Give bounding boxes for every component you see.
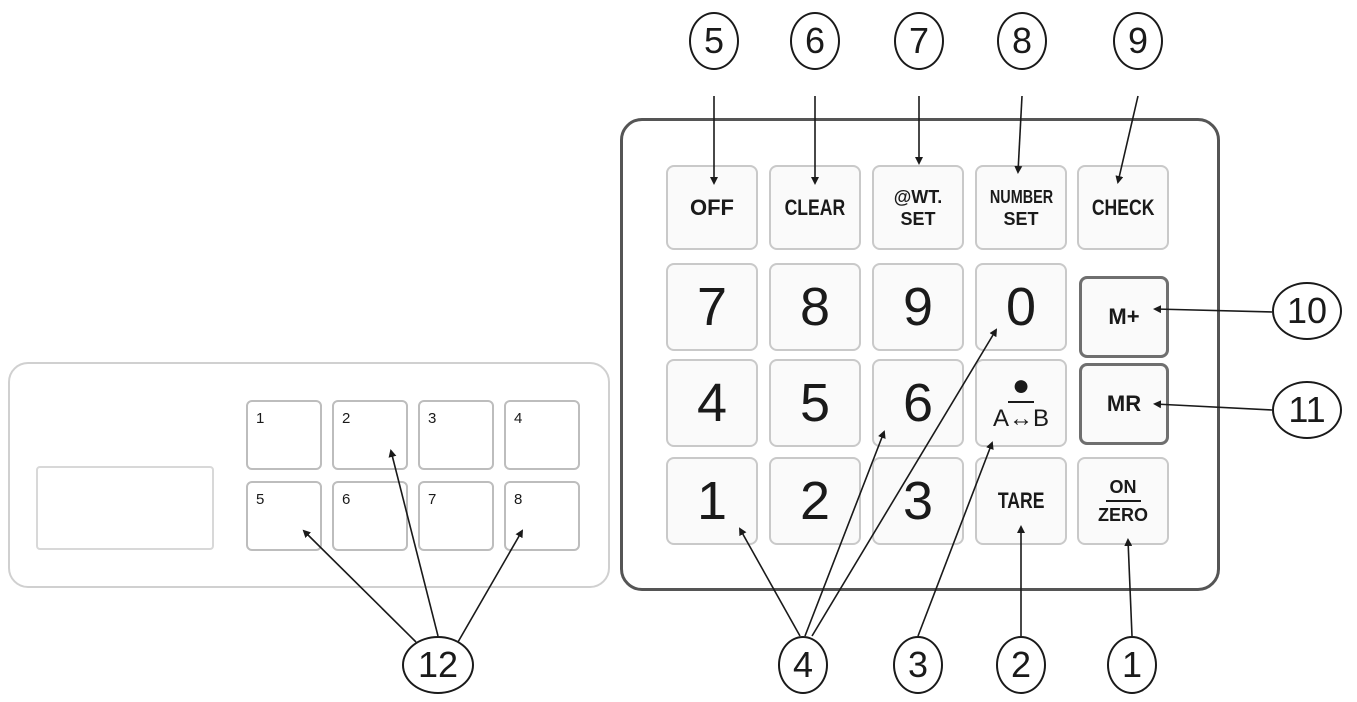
callout-9: 9 xyxy=(1113,12,1163,70)
callout-number: 11 xyxy=(1288,389,1326,430)
digit-key-label: 1 xyxy=(696,471,728,531)
memory-key-label: 5 xyxy=(256,491,265,508)
digit-key-label: 7 xyxy=(696,277,728,337)
digit-key-label: 6 xyxy=(902,373,934,433)
digit-key-label: 5 xyxy=(799,373,831,433)
callout-10: 10 xyxy=(1272,282,1342,340)
decimal-point-symbol: ● xyxy=(1007,371,1035,403)
callout-number: 9 xyxy=(1127,20,1149,61)
callout-3: 3 xyxy=(893,636,943,694)
digit-key-label: 2 xyxy=(799,471,831,531)
callout-7: 7 xyxy=(894,12,944,70)
number-set-key-label-top: NUMBER xyxy=(989,186,1053,207)
a-b-swap-label: A↔B xyxy=(992,405,1049,432)
callout-number: 6 xyxy=(804,20,826,61)
check-key-label: CHECK xyxy=(1091,194,1155,220)
mr-key-label: MR xyxy=(1106,391,1142,416)
memory-key-6[interactable]: 6 xyxy=(332,481,408,551)
wt-set-key[interactable]: @WT. SET xyxy=(872,165,964,250)
leader-line-10 xyxy=(1153,305,1273,314)
leader-line-9 xyxy=(1115,95,1139,184)
digit-key-4[interactable]: 4 xyxy=(666,359,758,447)
memory-key-5[interactable]: 5 xyxy=(246,481,322,551)
callout-number: 12 xyxy=(417,644,459,685)
digit-key-3[interactable]: 3 xyxy=(872,457,964,545)
digit-key-label: 8 xyxy=(799,277,831,337)
memory-key-label: 8 xyxy=(514,491,523,508)
callout-2: 2 xyxy=(996,636,1046,694)
digit-key-6[interactable]: 6 xyxy=(872,359,964,447)
wt-set-key-label-top: @WT. xyxy=(893,186,943,207)
digit-key-8[interactable]: 8 xyxy=(769,263,861,351)
callout-number: 10 xyxy=(1286,290,1328,331)
leader-line-4a xyxy=(739,527,801,637)
digit-key-5[interactable]: 5 xyxy=(769,359,861,447)
memory-key-label: 3 xyxy=(428,410,437,427)
callout-number: 7 xyxy=(908,20,930,61)
callout-12: 12 xyxy=(402,636,474,694)
memory-key-7[interactable]: 7 xyxy=(418,481,494,551)
on-label: ON xyxy=(1105,476,1141,502)
on-zero-key[interactable]: ON ZERO xyxy=(1077,457,1169,545)
digit-key-label: 4 xyxy=(696,373,728,433)
mr-key[interactable]: MR xyxy=(1079,363,1169,445)
callout-6: 6 xyxy=(790,12,840,70)
memory-key-2[interactable]: 2 xyxy=(332,400,408,470)
callout-number: 1 xyxy=(1121,644,1143,685)
memory-key-label: 7 xyxy=(428,491,437,508)
leader-line-12c xyxy=(457,529,523,643)
memory-key-label: 2 xyxy=(342,410,351,427)
memory-key-3[interactable]: 3 xyxy=(418,400,494,470)
memory-display xyxy=(36,466,214,550)
callout-number: 5 xyxy=(703,20,725,61)
callout-1: 1 xyxy=(1107,636,1157,694)
callout-11: 11 xyxy=(1272,381,1342,439)
decimal-ab-key[interactable]: ● A↔B xyxy=(975,359,1067,447)
clear-key-label: CLEAR xyxy=(784,194,846,220)
digit-key-label: 9 xyxy=(902,277,934,337)
callout-8: 8 xyxy=(997,12,1047,70)
callout-number: 3 xyxy=(907,644,929,685)
leader-line-1 xyxy=(1124,538,1133,637)
callout-5: 5 xyxy=(689,12,739,70)
callout-number: 4 xyxy=(792,644,814,685)
m-plus-key-label: M+ xyxy=(1108,304,1140,329)
leader-line-11 xyxy=(1153,400,1273,411)
zero-label: ZERO xyxy=(1097,505,1148,525)
memory-key-label: 1 xyxy=(256,410,265,427)
callout-number: 2 xyxy=(1010,644,1032,685)
leader-line-4b xyxy=(804,430,886,637)
leader-line-4c xyxy=(811,328,998,637)
number-set-key[interactable]: NUMBER SET xyxy=(975,165,1067,250)
leader-line-3 xyxy=(917,441,994,637)
digit-key-9[interactable]: 9 xyxy=(872,263,964,351)
off-key-label: OFF xyxy=(690,194,734,220)
digit-key-label: 3 xyxy=(902,471,934,531)
callout-number: 8 xyxy=(1011,20,1033,61)
clear-key[interactable]: CLEAR xyxy=(769,165,861,250)
m-plus-key[interactable]: M+ xyxy=(1079,276,1169,358)
callout-4: 4 xyxy=(778,636,828,694)
digit-key-7[interactable]: 7 xyxy=(666,263,758,351)
memory-key-4[interactable]: 4 xyxy=(504,400,580,470)
digit-key-label: 0 xyxy=(1005,277,1037,337)
leader-line-12b xyxy=(388,449,439,637)
leader-line-8 xyxy=(1014,95,1023,174)
memory-key-label: 4 xyxy=(514,410,523,427)
tare-key-label: TARE xyxy=(997,488,1045,513)
memory-key-1[interactable]: 1 xyxy=(246,400,322,470)
leader-line-12a xyxy=(302,529,417,643)
memory-key-label: 6 xyxy=(342,491,351,508)
number-set-key-label-bottom: SET xyxy=(1003,208,1039,229)
wt-set-key-label-bottom: SET xyxy=(900,208,936,229)
